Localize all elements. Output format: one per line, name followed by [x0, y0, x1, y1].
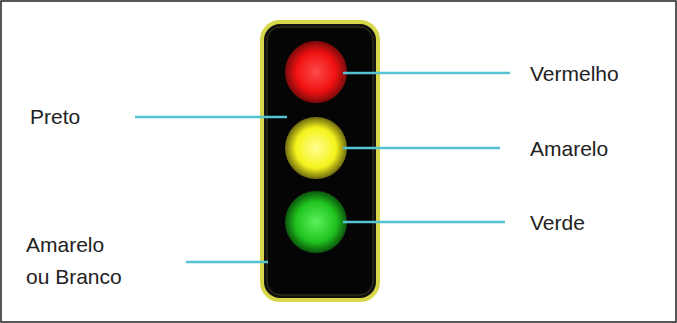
leader-line [343, 147, 500, 150]
part-label: Vermelho [530, 58, 670, 90]
leader-line [186, 261, 268, 264]
housing [262, 22, 378, 300]
leader-line [343, 221, 505, 224]
part-label: Preto [30, 101, 140, 133]
housing-inner [267, 27, 373, 295]
part-label: Verde [530, 207, 670, 239]
part-label: Amarelo ou Branco [26, 229, 127, 293]
red-lamp [285, 41, 347, 103]
leader-line [135, 116, 287, 119]
green-lamp [285, 191, 347, 253]
yellow-lamp [285, 117, 347, 179]
part-label: Amarelo [530, 133, 670, 165]
leader-lines [135, 73, 510, 262]
leader-line [343, 72, 510, 75]
